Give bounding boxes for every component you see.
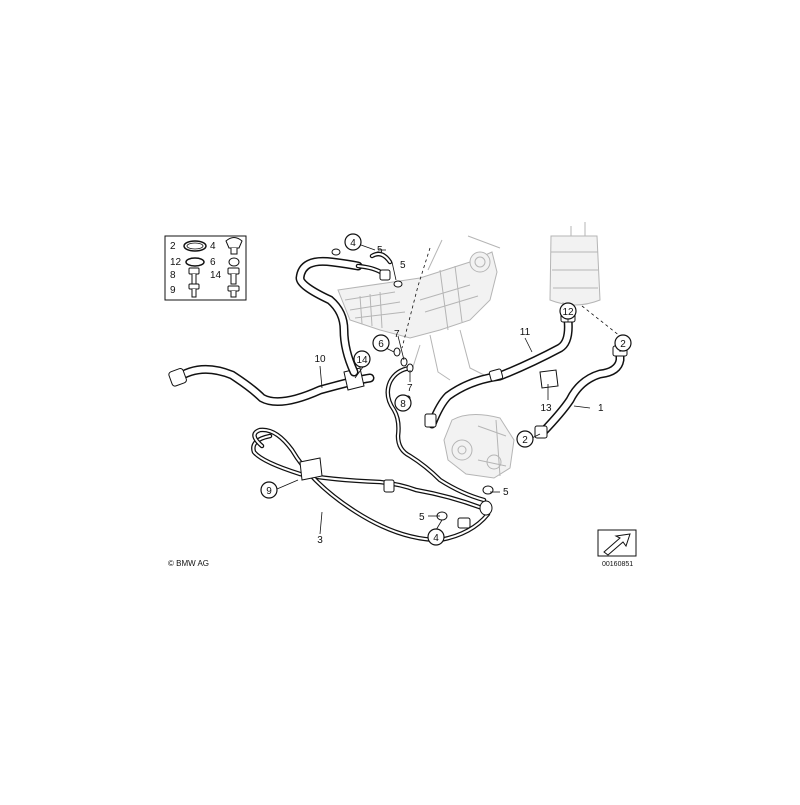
- callout-2a-circle: [614, 334, 632, 352]
- parts-legend: 2 4 12 6 8 14 9: [164, 235, 247, 301]
- image-number: 00160851: [602, 561, 633, 568]
- holder-13: [539, 369, 559, 389]
- suction-hose-1: [538, 347, 625, 437]
- legend-num-9: 9: [170, 285, 176, 296]
- legend-num-6: 6: [210, 257, 216, 268]
- bolt-icon: [227, 267, 240, 275]
- callout-9: 9: [266, 486, 272, 497]
- seal-ring-icon: [225, 237, 243, 249]
- callout-6-circle: [372, 334, 390, 352]
- callout-4b-circle: [427, 528, 445, 546]
- callout-13: 13: [540, 403, 552, 414]
- upper-hose-fitting: [379, 269, 391, 281]
- callout-8-circle: [394, 394, 412, 412]
- orientation-box: [597, 529, 637, 557]
- copyright-text: © BMW AG: [168, 559, 209, 568]
- seal-ring-icon: [228, 257, 240, 267]
- legend-num-4: 4: [210, 241, 216, 252]
- seal-5-top: [393, 280, 403, 288]
- callout-2b-circle: [516, 430, 534, 448]
- callouts: 4 5 5 7 6 14 7 8 10 9 3 5 5 4 11 13 1 12…: [260, 233, 632, 546]
- callout-6: 6: [378, 339, 384, 350]
- legend-num-12: 12: [170, 257, 182, 268]
- return-hose-10: [168, 364, 375, 407]
- callout-3: 3: [317, 535, 323, 546]
- callout-5a: 5: [377, 245, 383, 256]
- callout-12-circle: [559, 302, 577, 320]
- direction-arrow-icon: [603, 533, 631, 556]
- callout-12: 12: [562, 307, 574, 318]
- callout-8: 8: [400, 399, 406, 410]
- hose-11: [424, 309, 573, 429]
- callout-7b: 7: [407, 383, 413, 394]
- callout-4b: 4: [433, 533, 439, 544]
- upper-pressure-hose: [295, 251, 393, 377]
- clamp-2-bottom: [534, 425, 548, 439]
- hose-10-end-fitting: [168, 368, 187, 387]
- callout-4a: 4: [350, 238, 356, 249]
- bolt-icon: [227, 285, 240, 292]
- line-3-banjo: [479, 500, 493, 516]
- callout-14: 14: [356, 355, 368, 366]
- legend-num-2: 2: [170, 241, 176, 252]
- reservoir-outline: [549, 222, 601, 312]
- line-3-bracket: [299, 457, 323, 481]
- callout-9-circle: [260, 481, 278, 499]
- callout-2b: 2: [522, 435, 528, 446]
- seal-5-pump: [482, 485, 494, 495]
- callout-11: 11: [520, 327, 531, 338]
- legend-num-8: 8: [170, 270, 176, 281]
- legend-num-14: 14: [210, 270, 222, 281]
- callout-5c: 5: [503, 487, 509, 498]
- pump-outline: [443, 414, 515, 479]
- hose-11-end-fitting: [424, 413, 437, 428]
- callout-1: 1: [598, 403, 604, 414]
- callout-7a: 7: [394, 329, 400, 340]
- seal-7a: [400, 357, 408, 367]
- line-3-clip-b: [457, 517, 471, 529]
- bolt-icon: [188, 267, 200, 275]
- callout-14-circle: [353, 350, 371, 368]
- bolt-icon: [188, 283, 200, 290]
- callout-5b: 5: [400, 260, 406, 271]
- callout-10: 10: [314, 354, 326, 365]
- seal-4-top: [331, 248, 341, 256]
- callout-5d: 5: [419, 512, 425, 523]
- hose-11-sleeve: [488, 368, 504, 382]
- steering-gear-outline: [337, 235, 501, 381]
- seal-6: [393, 347, 401, 357]
- callout-2a: 2: [620, 339, 626, 350]
- callout-4a-circle: [344, 233, 362, 251]
- line-3-clip-a: [383, 479, 395, 493]
- hose-clamp-icon: [185, 257, 205, 267]
